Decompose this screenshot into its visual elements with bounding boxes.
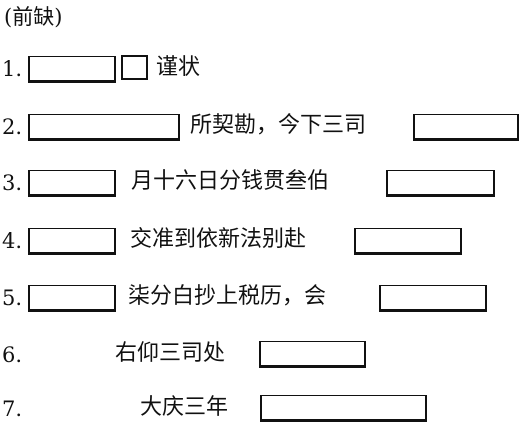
line-text: 右仰三司处 xyxy=(115,341,226,366)
line-number: 7. xyxy=(2,397,23,421)
line-number: 1. xyxy=(2,57,23,81)
lacuna-box xyxy=(379,285,487,312)
lacuna-box xyxy=(354,228,462,255)
lacuna-box xyxy=(28,228,116,255)
document-line-5: 5. 柒分白抄上税历，会 xyxy=(0,280,526,314)
document-line-2: 2. 所契勘，今下三司 xyxy=(0,109,526,143)
line-number: 4. xyxy=(2,229,23,253)
lacuna-box xyxy=(260,395,427,422)
missing-character-box xyxy=(121,55,148,80)
line-text: 月十六日分钱贯叁伯 xyxy=(131,169,330,194)
line-text: 大庆三年 xyxy=(140,395,229,420)
document-line-1: 1. 谨状 xyxy=(0,51,526,85)
line-text: 谨状 xyxy=(156,55,201,80)
lacuna-box xyxy=(28,114,180,141)
line-number: 2. xyxy=(2,115,23,139)
lacuna-box xyxy=(28,285,116,312)
lacuna-box xyxy=(28,170,116,197)
line-text: 交准到依新法别赴 xyxy=(130,227,307,252)
document-line-6: 6. 右仰三司处 xyxy=(0,337,526,371)
document-line-7: 7. 大庆三年 xyxy=(0,391,526,425)
line-number: 5. xyxy=(2,286,23,310)
line-number: 3. xyxy=(2,171,23,195)
document-line-4: 4. 交准到依新法别赴 xyxy=(0,223,526,257)
lacuna-box xyxy=(28,56,116,83)
header-missing-note: (前缺) xyxy=(4,5,63,29)
lacuna-box xyxy=(259,341,366,368)
document-line-3: 3. 月十六日分钱贯叁伯 xyxy=(0,165,526,199)
lacuna-box xyxy=(413,114,519,141)
line-text: 所契勘，今下三司 xyxy=(190,113,367,138)
line-text: 柒分白抄上税历，会 xyxy=(128,284,327,309)
lacuna-box xyxy=(386,170,495,197)
line-number: 6. xyxy=(2,343,23,367)
